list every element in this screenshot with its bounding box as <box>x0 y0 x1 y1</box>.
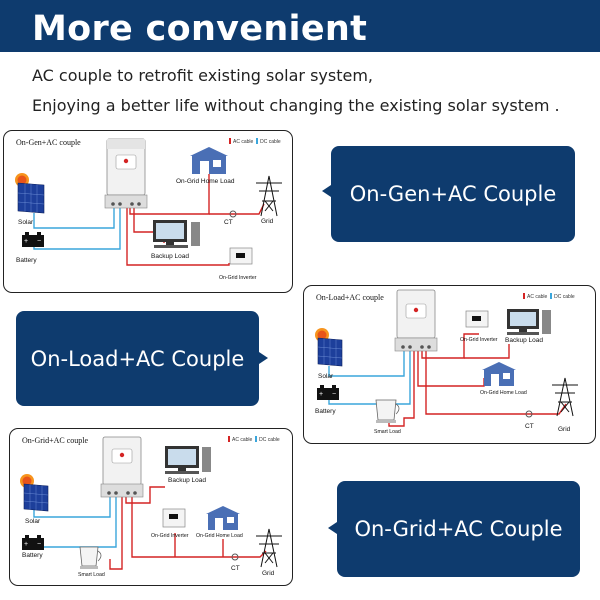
label-ct: CT <box>231 565 240 572</box>
ac-cable <box>126 208 230 266</box>
panel-title-on-grid: On-Grid+AC couple <box>22 436 89 445</box>
ct-clamp-icon <box>229 210 237 218</box>
callout-pointer <box>259 352 268 364</box>
label-grid: Grid <box>261 218 274 225</box>
label-solar: Solar <box>25 518 41 525</box>
ac-swatch <box>229 138 231 144</box>
label-grid: Grid <box>558 426 571 433</box>
legend-ac: AC cable <box>527 294 548 300</box>
ongrid-inverter-icon <box>465 310 489 328</box>
label-solar: Solar <box>318 373 334 380</box>
callout-pointer <box>328 522 337 534</box>
legend-dc: DC cable <box>260 139 281 145</box>
dc-swatch <box>255 436 258 442</box>
hybrid-inverter-icon <box>394 289 438 352</box>
legend: AC cable DC cable <box>228 436 280 443</box>
computer-icon <box>165 446 211 474</box>
solar-panel-icon <box>317 337 343 367</box>
svg-text:+: + <box>319 391 323 398</box>
solar-panel-icon <box>23 483 49 512</box>
kettle-icon <box>79 546 102 569</box>
ongrid-inverter-icon <box>162 508 186 528</box>
battery-icon: + − <box>317 385 339 400</box>
ac-cable <box>209 203 265 215</box>
svg-text:+: + <box>24 238 28 245</box>
computer-icon <box>153 220 200 248</box>
page-title: More convenient <box>32 9 368 49</box>
diagram-on-gen: + − <box>3 130 293 293</box>
header-bar: More convenient <box>0 0 600 52</box>
label-backup: Backup Load <box>505 337 543 344</box>
ongrid-inverter-icon <box>229 247 253 265</box>
dc-swatch <box>550 293 553 299</box>
on-load-wiring: + − <box>315 289 578 427</box>
label-inverter: On-Grid Inverter <box>219 275 257 281</box>
grid-tower-icon <box>552 377 578 417</box>
label-backup: Backup Load <box>168 477 206 484</box>
svg-text:−: − <box>37 541 41 548</box>
diagram-on-load: + − <box>303 285 596 444</box>
grid-tower-icon <box>256 528 282 568</box>
label-backup: Backup Load <box>151 253 189 260</box>
legend: AC cable DC cable <box>229 138 281 145</box>
panel-title-on-load: On-Load+AC couple <box>316 293 384 302</box>
legend-dc: DC cable <box>554 294 575 300</box>
subtitle-line-2: Enjoying a better life without changing … <box>32 96 560 115</box>
solar-panel-icon <box>17 182 45 214</box>
label-battery: Battery <box>22 552 43 559</box>
label-home: On-Grid Home Load <box>480 390 527 396</box>
label-battery: Battery <box>315 408 336 415</box>
ac-swatch <box>523 293 525 299</box>
svg-text:+: + <box>24 541 28 548</box>
home-icon <box>190 147 228 174</box>
legend-ac: AC cable <box>232 437 253 443</box>
label-ct: CT <box>224 219 233 226</box>
home-icon <box>482 362 516 386</box>
svg-text:−: − <box>332 391 336 398</box>
dc-swatch <box>256 138 259 144</box>
label-inverter: On-Grid Inverter <box>151 533 189 539</box>
panel-title-on-gen: On-Gen+AC couple <box>16 138 81 147</box>
diagram-on-grid: + − <box>9 428 293 586</box>
label-ct: CT <box>525 423 534 430</box>
hybrid-inverter-icon <box>100 436 144 498</box>
svg-text:−: − <box>37 238 41 245</box>
battery-icon: + − <box>22 232 44 247</box>
label-solar: Solar <box>18 219 34 226</box>
label-inverter: On-Grid Inverter <box>460 337 498 343</box>
subtitle-line-1: AC couple to retrofit existing solar sys… <box>32 66 374 85</box>
hybrid-inverter-icon <box>104 138 148 209</box>
label-home: On-Grid Home Load <box>196 533 243 539</box>
ac-cable <box>129 173 210 215</box>
label-smart: Smart Load <box>374 429 401 435</box>
callout-on-load: On-Load+AC Couple <box>16 311 259 406</box>
label-smart: Smart Load <box>78 572 105 578</box>
battery-icon: + − <box>22 535 44 550</box>
grid-tower-icon <box>256 175 282 217</box>
legend-ac: AC cable <box>233 139 254 145</box>
on-grid-wiring: + − <box>20 436 282 570</box>
home-icon <box>206 506 240 530</box>
dc-cable <box>33 208 115 229</box>
label-home: On-Grid Home Load <box>176 178 235 185</box>
label-battery: Battery <box>16 257 37 264</box>
callout-on-grid: On-Grid+AC Couple <box>337 481 580 577</box>
ac-swatch <box>228 436 230 442</box>
label-grid: Grid <box>262 570 275 577</box>
legend-dc: DC cable <box>259 437 280 443</box>
callout-pointer <box>322 185 331 197</box>
callout-on-gen: On-Gen+AC Couple <box>331 146 575 242</box>
legend: AC cable DC cable <box>523 293 575 300</box>
kettle-icon <box>375 399 400 423</box>
on-gen-wiring: + − <box>15 138 282 266</box>
computer-icon <box>507 309 551 335</box>
